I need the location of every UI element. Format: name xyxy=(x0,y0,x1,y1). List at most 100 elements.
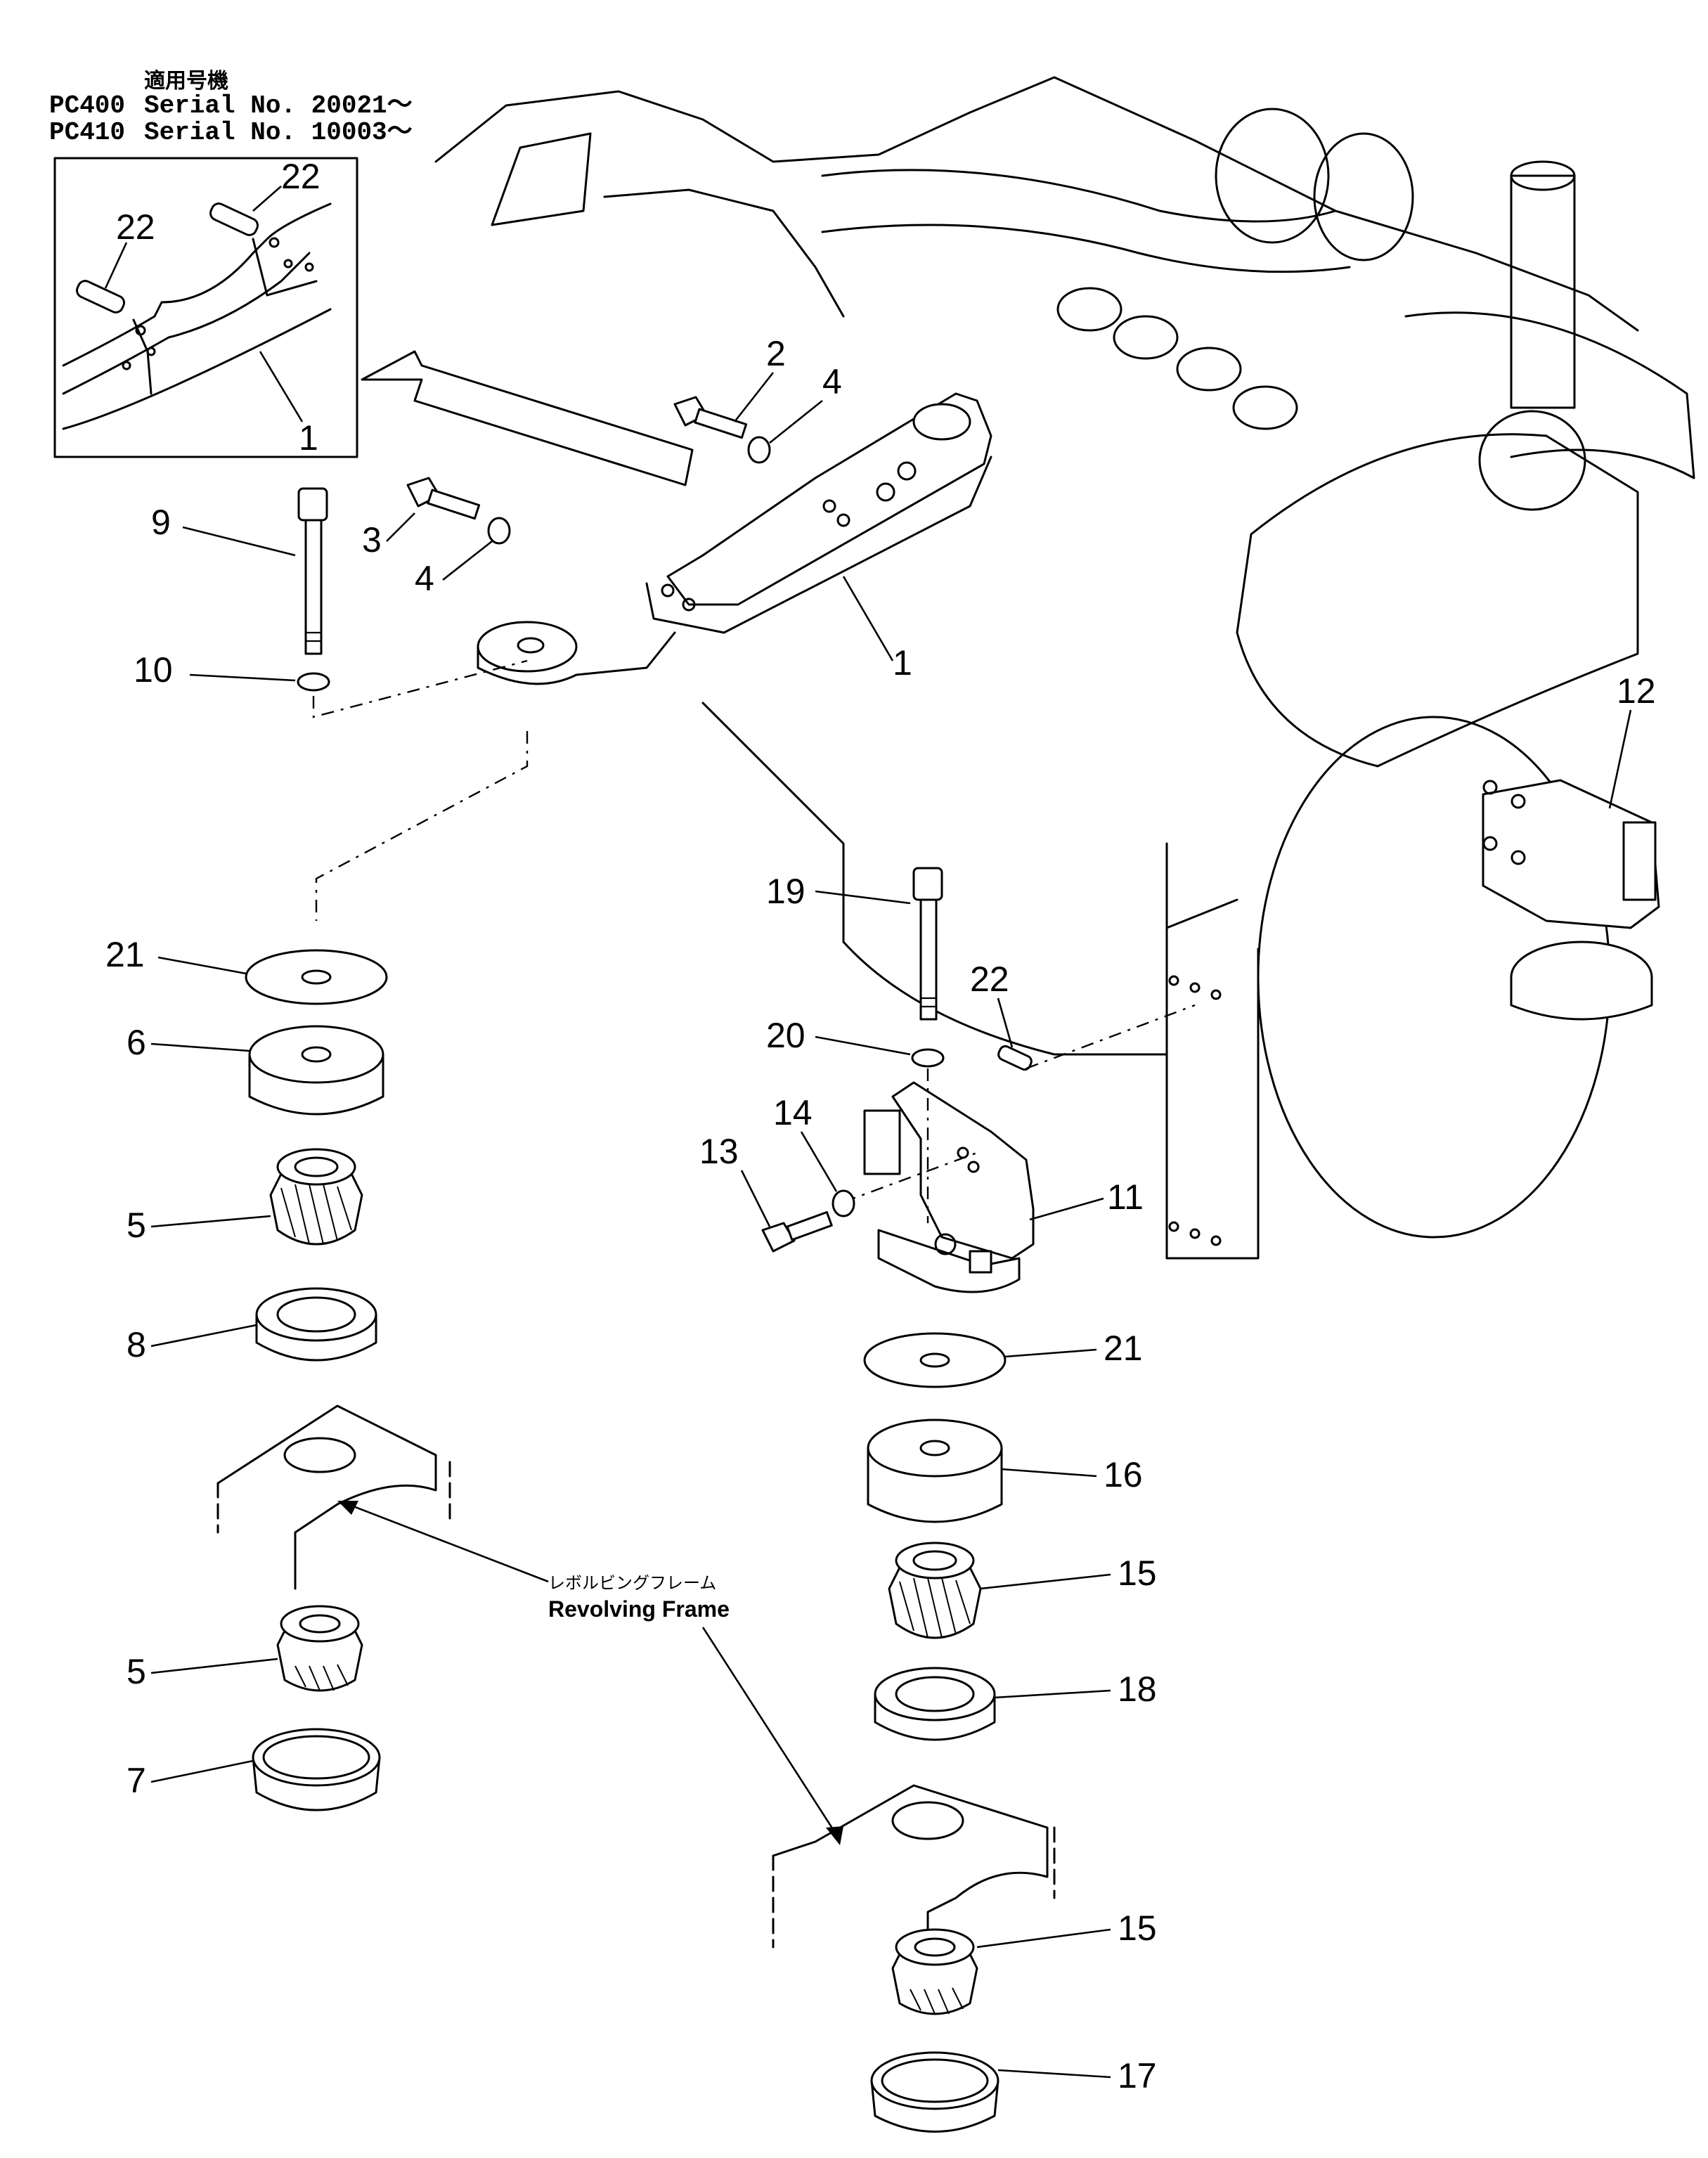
engine-assembly xyxy=(361,76,1695,1260)
header-model-1: PC400 xyxy=(49,91,125,120)
washer-20 xyxy=(911,1048,945,1068)
washer-14 xyxy=(832,1189,855,1217)
inset-hole xyxy=(135,325,146,336)
inset-detail: 22 22 1 xyxy=(53,157,358,458)
bracket-cylinder xyxy=(912,403,971,441)
exhaust-pipe xyxy=(821,169,1337,223)
callout-4-upper: 4 xyxy=(822,362,842,401)
engine-block-part xyxy=(491,132,592,226)
revolving-frame-note: レボルビングフレーム Revolving Frame xyxy=(337,1501,843,1845)
note-arrowhead-upper xyxy=(337,1501,358,1515)
seat-17 xyxy=(870,2051,999,2133)
note-en: Revolving Frame xyxy=(548,1596,730,1622)
injector-cap xyxy=(1113,315,1179,360)
inset-bracket-mid xyxy=(62,252,311,395)
injector-cap xyxy=(1056,287,1123,332)
dowel-pin-22 xyxy=(997,1045,1033,1071)
bracket-foot-edge xyxy=(477,631,676,685)
callout-19: 19 xyxy=(766,872,806,911)
inset-dowel-pin xyxy=(209,202,259,236)
inset-hole xyxy=(269,237,280,248)
engine-top-outline xyxy=(434,76,1639,332)
callout-4-lower: 4 xyxy=(415,559,434,598)
inset-bracket-top xyxy=(62,202,332,367)
callouts: 2 4 3 4 1 9 10 12 19 22 20 14 13 11 21 2… xyxy=(105,334,1656,2095)
mount-bracket-11 xyxy=(863,1081,1035,1293)
callout-9: 9 xyxy=(151,503,171,542)
washer-4-upper xyxy=(747,436,771,464)
inset-dowel-pin xyxy=(75,280,126,314)
bolt-9 xyxy=(297,487,328,655)
rear-mount-12 xyxy=(1482,779,1660,1021)
bolt-2 xyxy=(673,396,748,439)
injector-cap xyxy=(1176,347,1242,392)
callout-18: 18 xyxy=(1118,1669,1157,1709)
centerline-left-stack xyxy=(315,731,529,921)
callout-10: 10 xyxy=(134,650,173,690)
left-mount-stack xyxy=(216,949,451,1811)
rubber-cushion-5-upper xyxy=(269,1148,363,1246)
revolving-frame-left xyxy=(216,1404,451,1590)
engine-block-lower xyxy=(701,702,1238,1056)
revolving-frame-right xyxy=(772,1784,1056,1956)
callout-3: 3 xyxy=(362,520,382,560)
centerline-bolt9 xyxy=(312,659,528,718)
callout-7: 7 xyxy=(127,1761,146,1800)
inset-hole xyxy=(122,361,131,370)
header-model-2: PC410 xyxy=(49,118,125,147)
callout-20: 20 xyxy=(766,1016,806,1055)
inset-callout-1: 1 xyxy=(299,418,318,458)
air-cleaner-cap xyxy=(1478,410,1586,511)
callout-16: 16 xyxy=(1104,1455,1143,1494)
centerline-bolt13 xyxy=(843,1151,978,1203)
bolt-13 xyxy=(761,1210,833,1253)
inset-frame xyxy=(53,157,358,458)
inset-callout-22-upper: 22 xyxy=(281,157,321,196)
bracket-block xyxy=(863,1109,901,1175)
callout-14: 14 xyxy=(773,1093,813,1132)
callout-11: 11 xyxy=(1107,1177,1144,1217)
callout-13: 13 xyxy=(699,1132,739,1171)
header-serial-1: Serial No. 20021～ xyxy=(144,91,413,120)
inset-hole xyxy=(283,259,293,269)
air-intake-cap xyxy=(1510,160,1576,191)
bracket-plate xyxy=(666,392,992,606)
inset-hole xyxy=(304,262,314,272)
callout-21-right: 21 xyxy=(1104,1329,1143,1368)
washer-10 xyxy=(297,672,330,692)
direction-arrow xyxy=(361,350,694,486)
note-arrowhead-lower xyxy=(826,1826,843,1845)
inset-callout-22-lower: 22 xyxy=(116,207,155,247)
inset-hole xyxy=(146,347,156,356)
callout-12: 12 xyxy=(1617,671,1656,711)
header-jp-title: 適用号機 xyxy=(144,69,228,93)
bolt-3 xyxy=(406,477,481,520)
header-serial-2: Serial No. 10003～ xyxy=(144,118,413,147)
inset-bracket-bottom xyxy=(62,308,332,430)
exhaust-pipe-lower xyxy=(821,224,1351,273)
callout-8: 8 xyxy=(127,1325,146,1364)
turbocharger-housing xyxy=(1313,132,1414,261)
plate-21-right xyxy=(863,1332,1007,1388)
seat-18 xyxy=(874,1667,996,1741)
seat-7 xyxy=(252,1728,381,1811)
air-intake-pipe xyxy=(1510,174,1576,409)
inset-bracket-plate-right xyxy=(252,238,318,297)
callout-6: 6 xyxy=(127,1023,146,1062)
callout-21-left: 21 xyxy=(105,935,145,974)
plate-21-left xyxy=(245,949,388,1005)
bolt-19 xyxy=(912,867,943,1021)
rubber-cushion-15-upper xyxy=(888,1542,982,1639)
washer-4-lower xyxy=(487,517,511,545)
callout-2: 2 xyxy=(766,334,786,373)
callout-5-upper: 5 xyxy=(127,1206,146,1245)
rubber-cushion-15-lower xyxy=(891,1928,978,2015)
right-mount-stack xyxy=(772,1332,1056,2133)
cap-6 xyxy=(248,1025,384,1116)
engine-rear-plate xyxy=(1165,842,1260,1260)
rubber-cushion-5-lower xyxy=(276,1605,363,1692)
air-cleaner xyxy=(1236,433,1639,768)
air-duct xyxy=(1404,311,1695,479)
bracket-flange xyxy=(645,455,992,634)
